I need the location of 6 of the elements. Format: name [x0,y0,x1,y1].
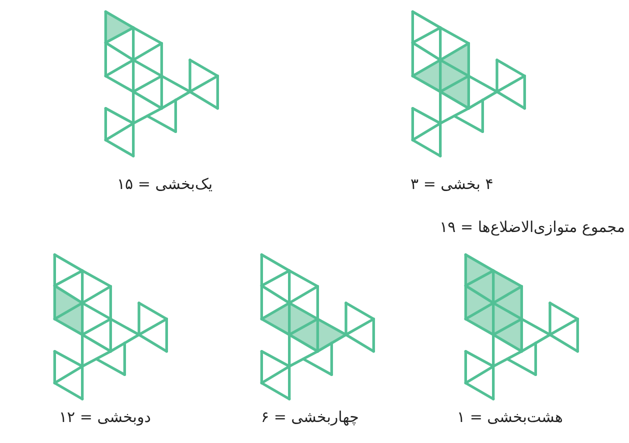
figure-caption: چهاربخشی = ۶ [261,407,359,427]
figure-caption: هشت‌بخشی = ۱ [457,407,563,427]
figure-caption: مجموع متوازی‌الاضلاع‌ها = ۱۹ [440,217,625,237]
figure-caption: دوبخشی = ۱۲ [59,407,151,427]
figure-caption: یک‌بخشی = ۱۵ [117,174,213,194]
figure-caption: ۴ بخشی = ۳ [410,174,494,194]
